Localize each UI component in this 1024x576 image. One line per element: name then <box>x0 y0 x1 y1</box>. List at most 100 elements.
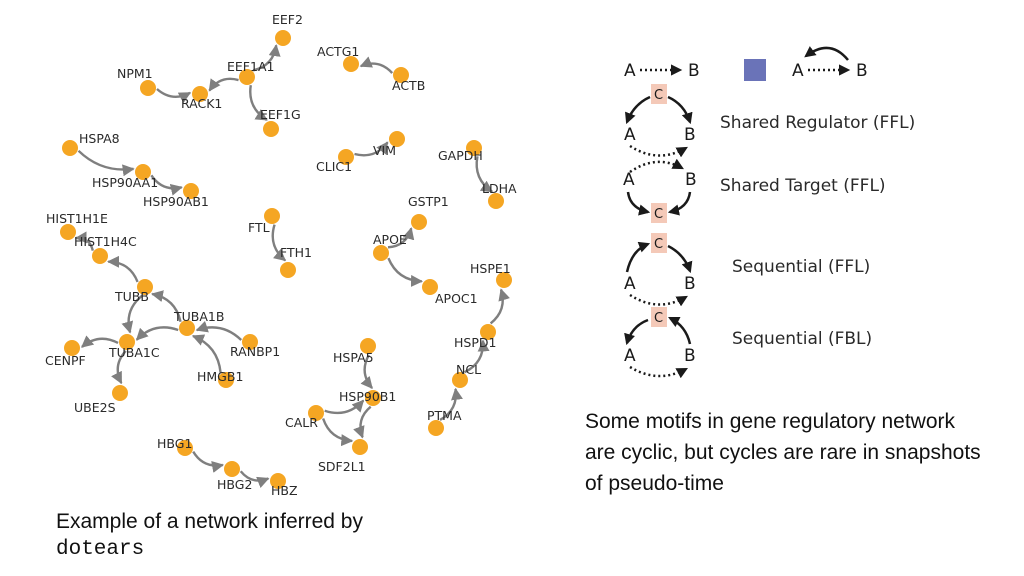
motif-dotted-arrow <box>629 293 688 307</box>
node-gapdh <box>466 140 482 156</box>
method-name: dotears <box>56 538 145 561</box>
motif-label: Shared Target (FFL) <box>720 176 886 196</box>
node-tuba1b <box>179 320 195 336</box>
motif-dotted-arrow <box>629 144 688 158</box>
node-gstp1 <box>411 214 427 230</box>
left-caption: Example of a network inferred by dotears <box>56 508 456 564</box>
node-label-gstp1: GSTP1 <box>408 194 449 209</box>
node-hspa8 <box>62 140 78 156</box>
edge-hbg1-to-hbg2 <box>192 451 225 473</box>
node-label-npm1: NPM1 <box>117 66 153 81</box>
node-eef2 <box>275 30 291 46</box>
node-label-actg1: ACTG1 <box>317 44 359 59</box>
motif-shared-regulator: C A B Shared Regulator (FFL) <box>624 84 915 158</box>
node-clic1 <box>338 149 354 165</box>
node-hbg1 <box>177 440 193 456</box>
edge-tuba1b-to-tubb <box>150 290 182 322</box>
edge-tubb-to-tuba1c <box>121 294 143 334</box>
node-label-actb: ACTB <box>392 78 425 93</box>
node-label-ftl: FTL <box>248 220 270 235</box>
edge-hsp90b1-to-sdf2l1 <box>353 405 372 439</box>
node-label-clic1: CLIC1 <box>316 159 352 174</box>
feedback-arrow <box>804 46 849 61</box>
edge-hspd1-to-hspe1 <box>489 288 510 325</box>
motif-c-label: C <box>654 237 663 252</box>
node-hsp90aa1 <box>135 164 151 180</box>
node-label-hmgb1: HMGB1 <box>197 369 243 384</box>
node-label-eef2: EEF2 <box>272 12 303 27</box>
node-ncl <box>452 372 468 388</box>
edge-apoe-to-gstp1 <box>387 227 415 249</box>
c-box <box>651 203 667 223</box>
node-hspd1 <box>480 324 496 340</box>
motif-c-label: C <box>654 207 663 222</box>
motif-b-label: B <box>684 125 696 145</box>
motif-sequential-ffl: C A B Sequential (FFL) <box>624 233 870 307</box>
motif-label: Shared Regulator (FFL) <box>720 113 915 133</box>
motif-arrow <box>667 191 692 216</box>
legend-b-label: B <box>856 61 868 81</box>
node-ranbp1 <box>242 334 258 350</box>
edge-ftl-to-fth1 <box>271 224 287 262</box>
motif-arrow <box>667 244 693 274</box>
node-tubb <box>137 279 153 295</box>
node-npm1 <box>140 80 156 96</box>
node-label-hsp90aa1: HSP90AA1 <box>92 175 158 190</box>
node-label-ncl: NCL <box>456 362 481 377</box>
edge-hmgb1-to-tuba1b <box>191 334 222 373</box>
motif-c-label: C <box>654 311 663 326</box>
edge-tubb-to-hist1h4c <box>107 255 139 283</box>
motif-a-label: A <box>624 346 636 366</box>
edge-ranbp1-to-tuba1b <box>195 320 243 341</box>
node-hmgb1 <box>218 372 234 388</box>
c-box <box>651 84 667 104</box>
motif-b-label: B <box>685 170 697 190</box>
node-label-hspd1: HSPD1 <box>454 335 496 350</box>
node-label-hbg2: HBG2 <box>217 477 252 492</box>
motif-a-label: A <box>624 274 636 294</box>
node-label-tuba1b: TUBA1B <box>173 309 224 324</box>
edge-eef1a1-to-rack1 <box>208 77 239 92</box>
edge-eef1a1-to-eef1g <box>249 84 268 121</box>
node-apoc1 <box>422 279 438 295</box>
node-hsp90ab1 <box>183 183 199 199</box>
edge-actb-to-actg1 <box>359 56 394 74</box>
node-label-fth1: FTH1 <box>280 245 312 260</box>
node-ube2s <box>112 385 128 401</box>
node-fth1 <box>280 262 296 278</box>
motif-dotted-arrow <box>629 158 684 174</box>
node-label-hbz: HBZ <box>271 483 298 498</box>
node-sdf2l1 <box>352 439 368 455</box>
motif-shared-target: A B C Shared Target (FFL) <box>623 158 886 223</box>
node-label-vim: VIM <box>373 143 396 158</box>
node-hist1h4c <box>92 248 108 264</box>
legend-b-label: B <box>688 61 700 81</box>
node-vim <box>389 131 405 147</box>
node-label-ldha: LDHA <box>482 181 517 196</box>
network-edges <box>74 44 510 489</box>
node-hspe1 <box>496 272 512 288</box>
motif-arrow <box>667 95 693 125</box>
edge-tuba1b-to-tuba1c <box>135 326 179 341</box>
motif-arrow <box>626 191 651 216</box>
node-label-tubb: TUBB <box>114 289 149 304</box>
node-label-hist1h4c: HIST1H4C <box>74 234 137 249</box>
edge-hspa8-to-hsp90aa1 <box>77 149 135 177</box>
node-label-hspe1: HSPE1 <box>470 261 511 276</box>
legend-edge-key: A B A B <box>624 46 868 81</box>
edge-gapdh-to-ldha <box>475 156 494 193</box>
node-label-sdf2l1: SDF2L1 <box>318 459 366 474</box>
node-ftl <box>264 208 280 224</box>
node-hist1h1e <box>60 224 76 240</box>
color-swatch <box>744 59 766 81</box>
node-ldha <box>488 193 504 209</box>
node-hspa5 <box>360 338 376 354</box>
motif-arrow <box>625 241 651 273</box>
node-label-eef1g: EEF1G <box>260 107 301 122</box>
edge-calr-to-hsp90b1 <box>324 399 365 415</box>
node-actb <box>393 67 409 83</box>
motif-c-label: C <box>654 88 663 103</box>
network-labels: EEF2EEF1A1NPM1RACK1EEF1GACTG1ACTBHSPA8HS… <box>45 12 517 498</box>
node-label-hspa5: HSPA5 <box>333 350 374 365</box>
